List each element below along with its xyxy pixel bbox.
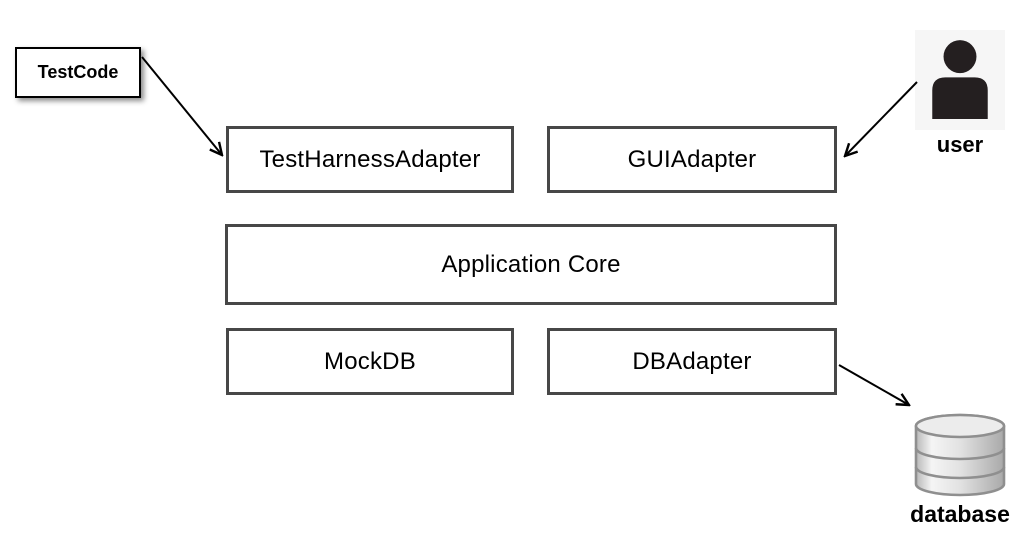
db-adapter-box: DBAdapter bbox=[547, 328, 837, 395]
edge-user-to-guiadapter bbox=[845, 81, 918, 156]
database-node: database bbox=[895, 411, 1025, 526]
edge-dbadapter-to-database bbox=[838, 364, 909, 405]
testcode-label: TestCode bbox=[37, 62, 119, 82]
mockdb-box: MockDB bbox=[226, 328, 514, 395]
testcode-note: TestCode bbox=[15, 47, 141, 98]
test-harness-adapter-box: TestHarnessAdapter bbox=[226, 126, 514, 193]
test-harness-adapter-label: TestHarnessAdapter bbox=[259, 145, 481, 173]
application-core-label: Application Core bbox=[441, 250, 621, 278]
user-actor: user bbox=[915, 30, 1005, 156]
database-label: database bbox=[910, 501, 1010, 527]
person-icon bbox=[932, 40, 988, 119]
edge-testcode-to-testharness bbox=[141, 56, 222, 155]
application-core-box: Application Core bbox=[225, 224, 837, 305]
db-adapter-label: DBAdapter bbox=[632, 347, 752, 375]
mockdb-label: MockDB bbox=[324, 347, 416, 375]
user-icon-background bbox=[915, 30, 1005, 130]
gui-adapter-box: GUIAdapter bbox=[547, 126, 837, 193]
user-label: user bbox=[936, 132, 984, 157]
gui-adapter-label: GUIAdapter bbox=[627, 145, 757, 173]
database-cylinder-icon bbox=[914, 413, 1006, 497]
